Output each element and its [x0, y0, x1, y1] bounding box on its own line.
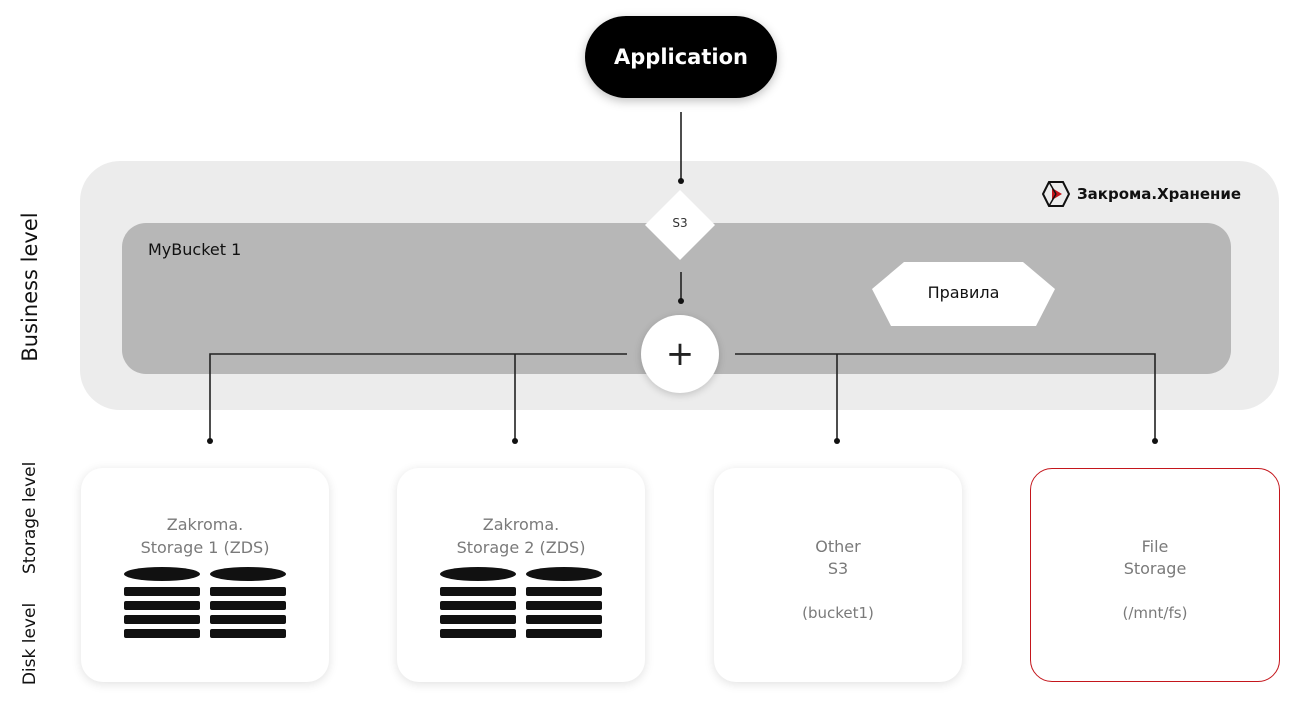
storage-title-line2: Storage 1 (ZDS): [140, 538, 270, 557]
rules-shape: [872, 262, 1055, 326]
rules-label: Правила: [927, 283, 1000, 302]
brand: Закрома.Хранение: [1042, 181, 1241, 207]
storage-card-zds-1: Zakroma. Storage 1 (ZDS): [81, 468, 329, 682]
storage-detail: (/mnt/fs): [1122, 604, 1188, 622]
disk-stack-icon: [124, 567, 286, 638]
storage-detail: (bucket1): [802, 604, 874, 622]
brand-name: Закрома.Хранение: [1077, 185, 1242, 203]
storage-level-label: Storage level: [20, 461, 40, 574]
storage-card-zds-2: Zakroma. Storage 2 (ZDS): [397, 468, 645, 682]
s3-gateway-diamond: [645, 190, 715, 260]
storage-title-line1: Zakroma.: [166, 515, 244, 534]
storage-title-line2: Storage 2 (ZDS): [456, 538, 586, 557]
storage-card-file-storage: File Storage (/mnt/fs): [1030, 468, 1280, 682]
business-level-label: Business level: [18, 212, 42, 362]
storage-card-other-s3: Other S3 (bucket1): [714, 468, 962, 682]
brand-logo-icon: [1042, 181, 1070, 207]
storage-title-line1: Other: [815, 537, 861, 556]
storage-title-line2: Storage: [1123, 559, 1187, 578]
storage-title-line1: File: [1141, 537, 1169, 556]
plus-icon: +: [665, 334, 695, 374]
bucket-label: MyBucket 1: [148, 240, 242, 259]
s3-gateway-label: S3: [672, 216, 688, 230]
application-node: Application: [585, 16, 777, 98]
storage-title-line1: Zakroma.: [482, 515, 560, 534]
storage-title-line2: S3: [827, 559, 849, 578]
merge-node: +: [641, 315, 719, 393]
disk-level-label: Disk level: [20, 602, 40, 686]
disk-stack-icon: [440, 567, 602, 638]
